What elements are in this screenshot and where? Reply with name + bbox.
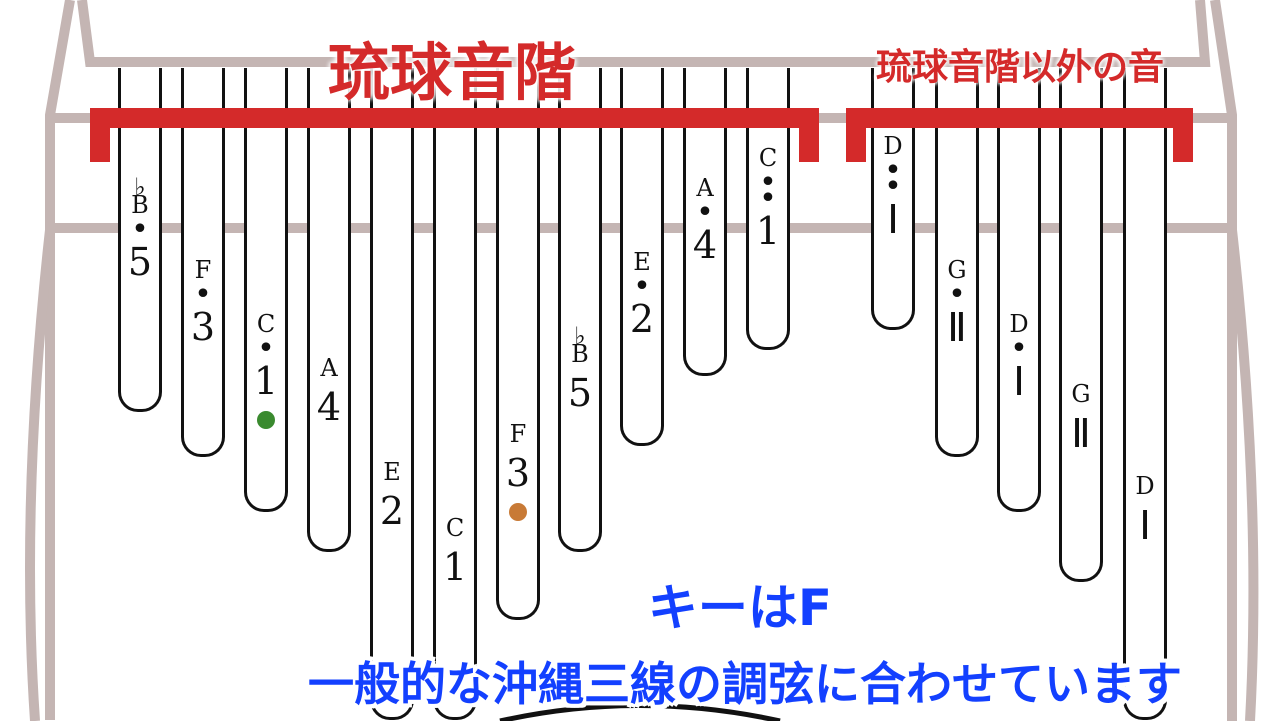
tine-flat-sign: ♭ xyxy=(574,322,586,350)
tine-note-letter: G xyxy=(1071,380,1091,408)
tine-number: 1 xyxy=(253,359,279,403)
tine-octave-dot: • xyxy=(633,269,651,304)
tine-number: Ⅱ xyxy=(947,305,967,350)
heading-ryukyu: 琉球音階 xyxy=(327,36,577,109)
tine-octave-dot: • xyxy=(759,165,777,200)
tine-number: 2 xyxy=(379,489,405,533)
tine-14 xyxy=(997,68,1041,512)
tine-7 xyxy=(496,68,540,620)
tine-note-letter: B xyxy=(131,191,149,219)
tine-number: 4 xyxy=(316,385,342,429)
body-outline-left-curve xyxy=(25,229,55,721)
tine-15 xyxy=(1059,68,1103,582)
tine-number: 3 xyxy=(190,305,216,349)
tine-number: 5 xyxy=(127,240,153,284)
tine-octave-dot: • xyxy=(884,153,902,188)
tine-note-letter: C xyxy=(445,514,465,542)
tine-octave-dot: • xyxy=(257,331,275,366)
tine-number: Ⅰ xyxy=(1013,359,1025,404)
tine-number: Ⅰ xyxy=(887,197,899,242)
tine-5 xyxy=(370,68,414,720)
tine-note-letter: C xyxy=(256,310,276,338)
tine-number: 1 xyxy=(755,209,781,253)
tine-octave-dot: • xyxy=(131,212,149,247)
tine-number: Ⅱ xyxy=(1071,411,1091,456)
tine-number: 1 xyxy=(442,545,468,589)
tine-8 xyxy=(558,68,602,552)
tine-2 xyxy=(181,68,225,457)
tine-note-letter: D xyxy=(1135,472,1155,500)
tine-flat-sign: ♭ xyxy=(134,173,146,201)
sound-hole xyxy=(499,703,781,721)
body-outline-right-curve xyxy=(1227,229,1259,721)
tine-note-letter: A xyxy=(696,174,714,202)
tine-octave-dot: • xyxy=(948,277,966,312)
tine-number: 3 xyxy=(505,451,531,495)
tine-16 xyxy=(1123,68,1167,720)
tine-marker-green xyxy=(257,411,275,429)
bracket-ryukyu xyxy=(90,108,819,162)
caption-tuning: 一般的な沖縄三線の調弦に合わせています xyxy=(308,657,1182,711)
tine-number: 5 xyxy=(567,371,593,415)
top-bridge xyxy=(77,0,1211,67)
tine-octave-dot: • xyxy=(194,277,212,312)
tine-octave-dot: • xyxy=(759,181,777,216)
tine-octave-dot: • xyxy=(884,169,902,204)
tine-octave-dot: • xyxy=(1010,331,1028,366)
tine-note-letter: B xyxy=(571,340,589,368)
bracket-other xyxy=(846,108,1193,162)
tine-number: Ⅰ xyxy=(1139,503,1151,548)
heading-other: 琉球音階以外の音 xyxy=(875,47,1165,88)
tine-note-letter: D xyxy=(1009,310,1029,338)
tine-note-letter: E xyxy=(633,248,651,276)
tine-note-letter: F xyxy=(509,420,527,448)
tine-number: 4 xyxy=(692,223,718,267)
tine-4 xyxy=(307,68,351,552)
tine-13 xyxy=(935,68,979,457)
tine-number: 2 xyxy=(629,297,655,341)
tine-note-letter: A xyxy=(320,354,338,382)
tine-3 xyxy=(244,68,288,512)
tine-note-letter: F xyxy=(194,256,212,284)
tine-octave-dot: • xyxy=(696,195,714,230)
tine-9 xyxy=(620,68,664,446)
tine-marker-orange xyxy=(509,503,527,521)
tine-6 xyxy=(433,68,477,720)
tine-note-letter: C xyxy=(758,144,778,172)
caption-key: キーはF xyxy=(647,579,833,637)
tine-note-letter: G xyxy=(947,256,967,284)
tine-note-letter: D xyxy=(883,132,903,160)
tine-note-letter: E xyxy=(383,458,401,486)
